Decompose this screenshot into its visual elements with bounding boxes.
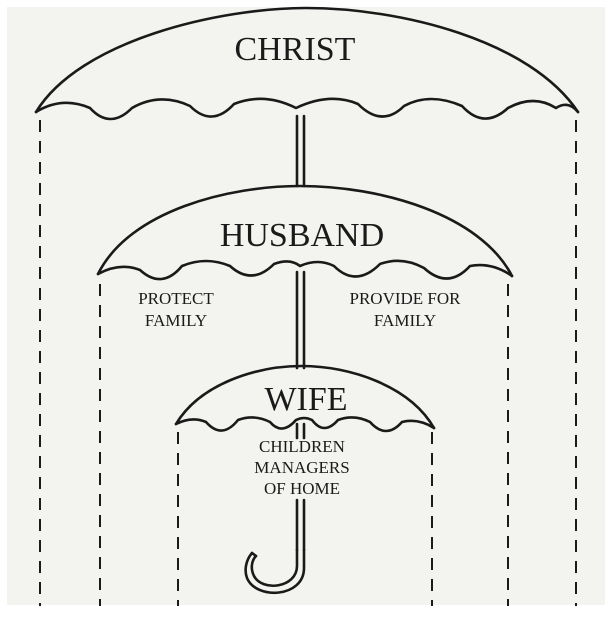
- husband-label: HUSBAND: [220, 217, 384, 254]
- husband-canopy-scallops: [96, 259, 514, 281]
- christ-canopy: [34, 6, 580, 114]
- wife-label: WIFE: [264, 381, 347, 418]
- husband-right-duty-line-1: PROVIDE FOR: [350, 289, 462, 308]
- upper-shaft: [295, 114, 306, 188]
- christ-label: CHRIST: [235, 31, 356, 68]
- middle-shaft: [295, 270, 306, 370]
- umbrella-handle: [244, 422, 306, 595]
- christ-umbrella: CHRIST: [34, 6, 580, 606]
- husband-left-duty-line-1: PROTECT: [138, 289, 214, 308]
- wife-duty-line-2: MANAGERS: [254, 458, 349, 477]
- husband-right-duty-line-2: FAMILY: [374, 311, 436, 330]
- christ-canopy-scallops: [34, 97, 580, 121]
- wife-duty-line-1: CHILDREN: [259, 437, 345, 456]
- wife-canopy-scallops: [174, 416, 436, 433]
- husband-umbrella: HUSBAND PROTECT FAMILY PROVIDE FOR FAMIL…: [96, 184, 514, 606]
- husband-left-duty-line-2: FAMILY: [145, 311, 207, 330]
- husband-canopy: [96, 184, 514, 278]
- wife-duty-line-3: OF HOME: [264, 479, 340, 498]
- wife-umbrella: WIFE CHILDREN MANAGERS OF HOME: [174, 364, 436, 606]
- wife-canopy: [174, 364, 436, 430]
